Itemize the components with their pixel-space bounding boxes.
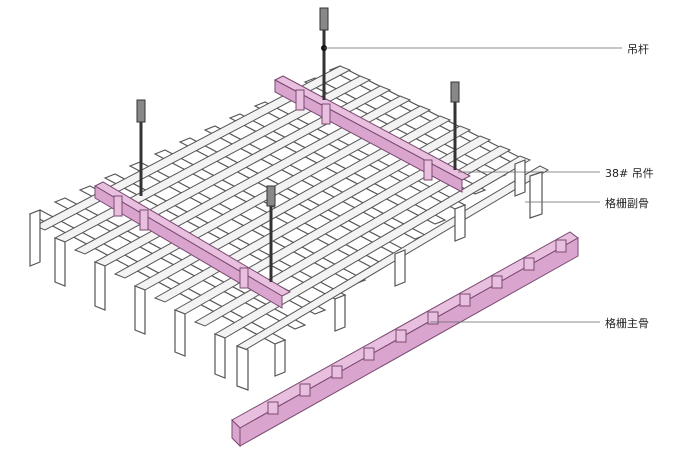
label-rod: 吊杆 <box>627 43 649 56</box>
label-sub-keel: 格栅副骨 <box>605 197 649 210</box>
leader-lines <box>324 47 622 323</box>
hanger-rods <box>136 7 460 282</box>
keel-lower <box>93 181 292 309</box>
label-hanger: 38# 吊件 <box>605 167 654 180</box>
label-main-keel: 格栅主骨 <box>605 317 649 330</box>
grid-front-fins <box>29 159 543 391</box>
keel-upper <box>273 75 472 193</box>
main-keel-detail <box>231 231 579 448</box>
